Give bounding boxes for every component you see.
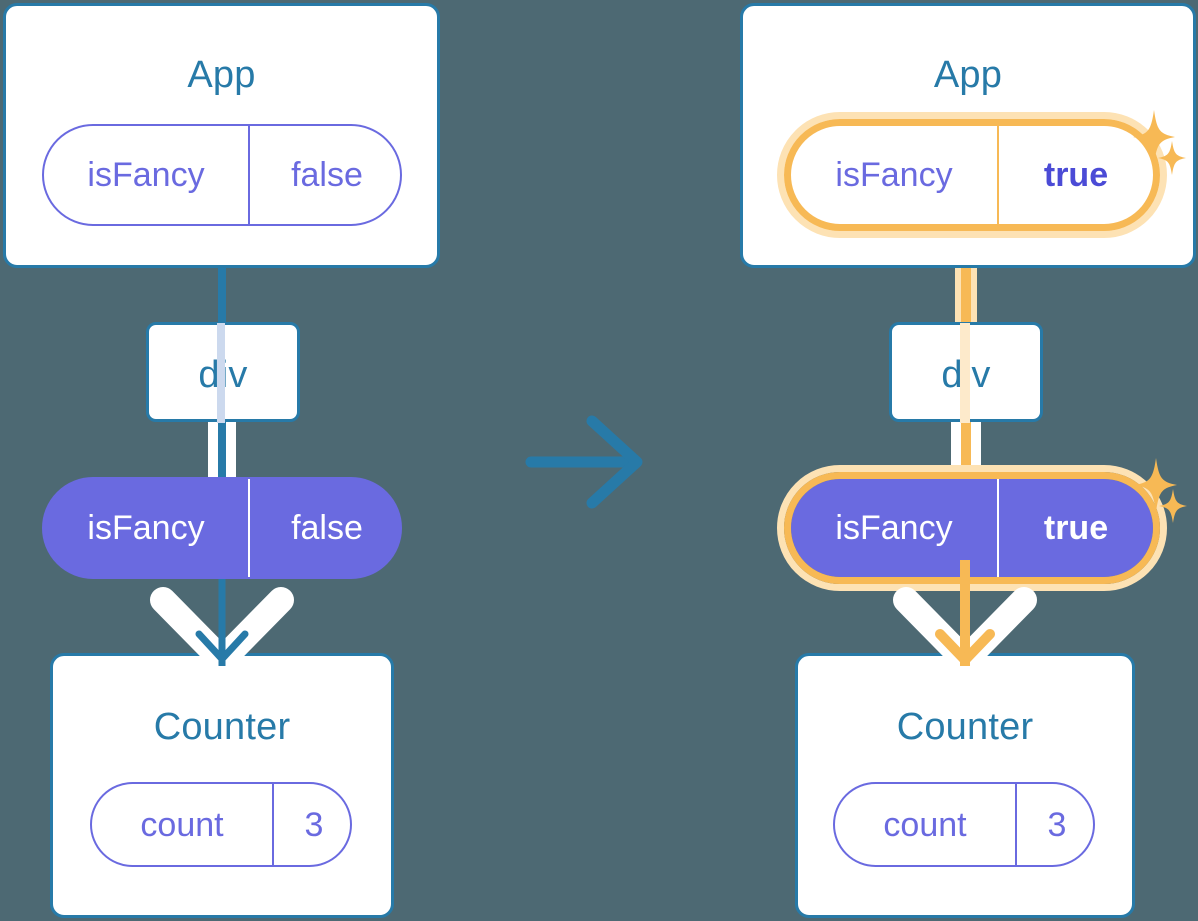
app-state-pill-key: isFancy bbox=[87, 156, 205, 194]
sparkle-icon-small-app bbox=[1158, 141, 1186, 175]
connector-app-to-div-left bbox=[218, 226, 226, 326]
app-state-pill-value: true bbox=[997, 126, 1153, 224]
counter-card-title-before: Counter bbox=[153, 706, 291, 748]
render-arrow-orange-head-after bbox=[935, 629, 995, 665]
counter-state-pill-value: 3 bbox=[272, 784, 354, 865]
app-card-title-after: App bbox=[933, 54, 1003, 96]
prop-pill-after: isFancy true bbox=[791, 479, 1153, 577]
prop-pill-key: isFancy bbox=[835, 509, 953, 547]
dom-div-box-after: div bbox=[889, 322, 1043, 423]
render-arrow-blue-head-before bbox=[195, 630, 249, 663]
counter-state-pill-key: count bbox=[140, 805, 224, 844]
app-state-pill-before: isFancy false bbox=[42, 124, 402, 226]
counter-state-pill-before: count 3 bbox=[90, 782, 352, 867]
app-state-pill-value: false bbox=[248, 126, 404, 224]
prop-pill-key: isFancy bbox=[87, 509, 205, 547]
app-card-title-before: App bbox=[187, 54, 256, 96]
prop-pill-before: isFancy false bbox=[42, 477, 402, 579]
counter-state-pill-after: count 3 bbox=[833, 782, 1095, 867]
connector-div-to-prop-left bbox=[218, 418, 226, 508]
prop-pill-value: true bbox=[997, 479, 1153, 577]
prop-line-app-to-div-right bbox=[961, 178, 971, 378]
prop-pill-highlight-glow bbox=[777, 465, 1167, 591]
prop-line-through-div-right bbox=[960, 323, 970, 423]
app-state-pill-after: isFancy true bbox=[791, 126, 1153, 224]
counter-state-pill-value: 3 bbox=[1015, 784, 1097, 865]
connector-div-to-prop-right bbox=[961, 418, 971, 508]
app-state-pill-highlight-glow bbox=[777, 112, 1167, 238]
app-state-pill-key: isFancy bbox=[835, 156, 953, 194]
counter-card-title-after: Counter bbox=[896, 706, 1034, 748]
dom-div-box-before: div bbox=[146, 322, 300, 423]
prop-line-through-div-left bbox=[217, 323, 225, 423]
prop-pill-value: false bbox=[248, 479, 404, 577]
counter-state-pill-key: count bbox=[883, 805, 967, 844]
sparkle-icon-small-prop bbox=[1159, 489, 1187, 523]
